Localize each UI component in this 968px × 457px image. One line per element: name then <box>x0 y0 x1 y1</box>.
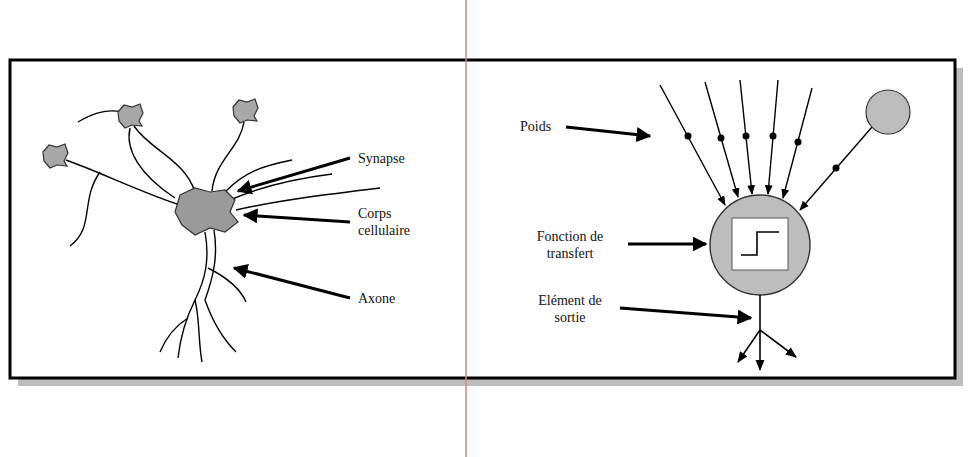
output-arrow <box>738 330 760 362</box>
input-arrows <box>660 80 872 210</box>
divider-line <box>465 0 467 457</box>
dendrite <box>70 172 100 246</box>
output-arrow <box>760 330 796 357</box>
step-function <box>741 232 779 255</box>
input-arrow <box>740 80 752 194</box>
cell-body <box>175 188 238 235</box>
input-arrow <box>800 127 872 210</box>
weight-dot <box>685 133 692 140</box>
part-label: Fonction de transfert <box>520 228 620 262</box>
part-label: Synapse <box>358 150 405 167</box>
axon-branch <box>208 268 246 302</box>
leader-arrow <box>566 127 650 136</box>
weights <box>685 133 840 172</box>
output-line <box>759 295 761 330</box>
part-label: Corps cellulaire <box>358 205 422 239</box>
dendrite <box>212 122 244 191</box>
axon-branch <box>195 300 202 362</box>
leader-arrow <box>628 243 706 246</box>
input-arrow <box>660 85 725 205</box>
leader-arrow <box>234 268 350 298</box>
weight-dot <box>795 139 802 146</box>
input-arrow <box>768 80 778 194</box>
leader-arrow <box>238 158 350 191</box>
axon-branch <box>160 318 188 352</box>
leader-arrows <box>566 127 751 318</box>
output-arrow <box>759 330 761 370</box>
terminals <box>43 99 258 168</box>
leader-arrow <box>244 215 350 222</box>
synapse-terminal <box>118 104 143 128</box>
dendrite <box>66 160 180 205</box>
part-label: Axone <box>358 290 395 307</box>
part-label: Poids <box>520 118 551 135</box>
dendrite <box>134 126 195 192</box>
leader-arrow <box>620 308 751 318</box>
dendrite <box>78 111 122 122</box>
output-arrows <box>738 330 796 370</box>
part-label: Elément de sortie <box>530 292 610 326</box>
neuron-circle <box>710 195 810 295</box>
axon <box>160 230 246 362</box>
axon-line <box>178 232 207 358</box>
bias-unit <box>866 90 910 134</box>
frame <box>10 60 955 378</box>
transfer-box <box>732 218 788 270</box>
leader-arrows <box>234 158 350 298</box>
synapse-terminal <box>43 144 68 168</box>
dendrite <box>129 128 175 198</box>
synapse-terminal <box>233 99 258 123</box>
input-arrow <box>783 88 812 198</box>
axon-line <box>205 230 236 352</box>
weight-dot <box>833 165 840 172</box>
weight-dot <box>770 133 777 140</box>
dendrites <box>66 111 380 246</box>
input-arrow <box>705 82 738 197</box>
weight-dot <box>743 133 750 140</box>
weight-dot <box>718 135 725 142</box>
